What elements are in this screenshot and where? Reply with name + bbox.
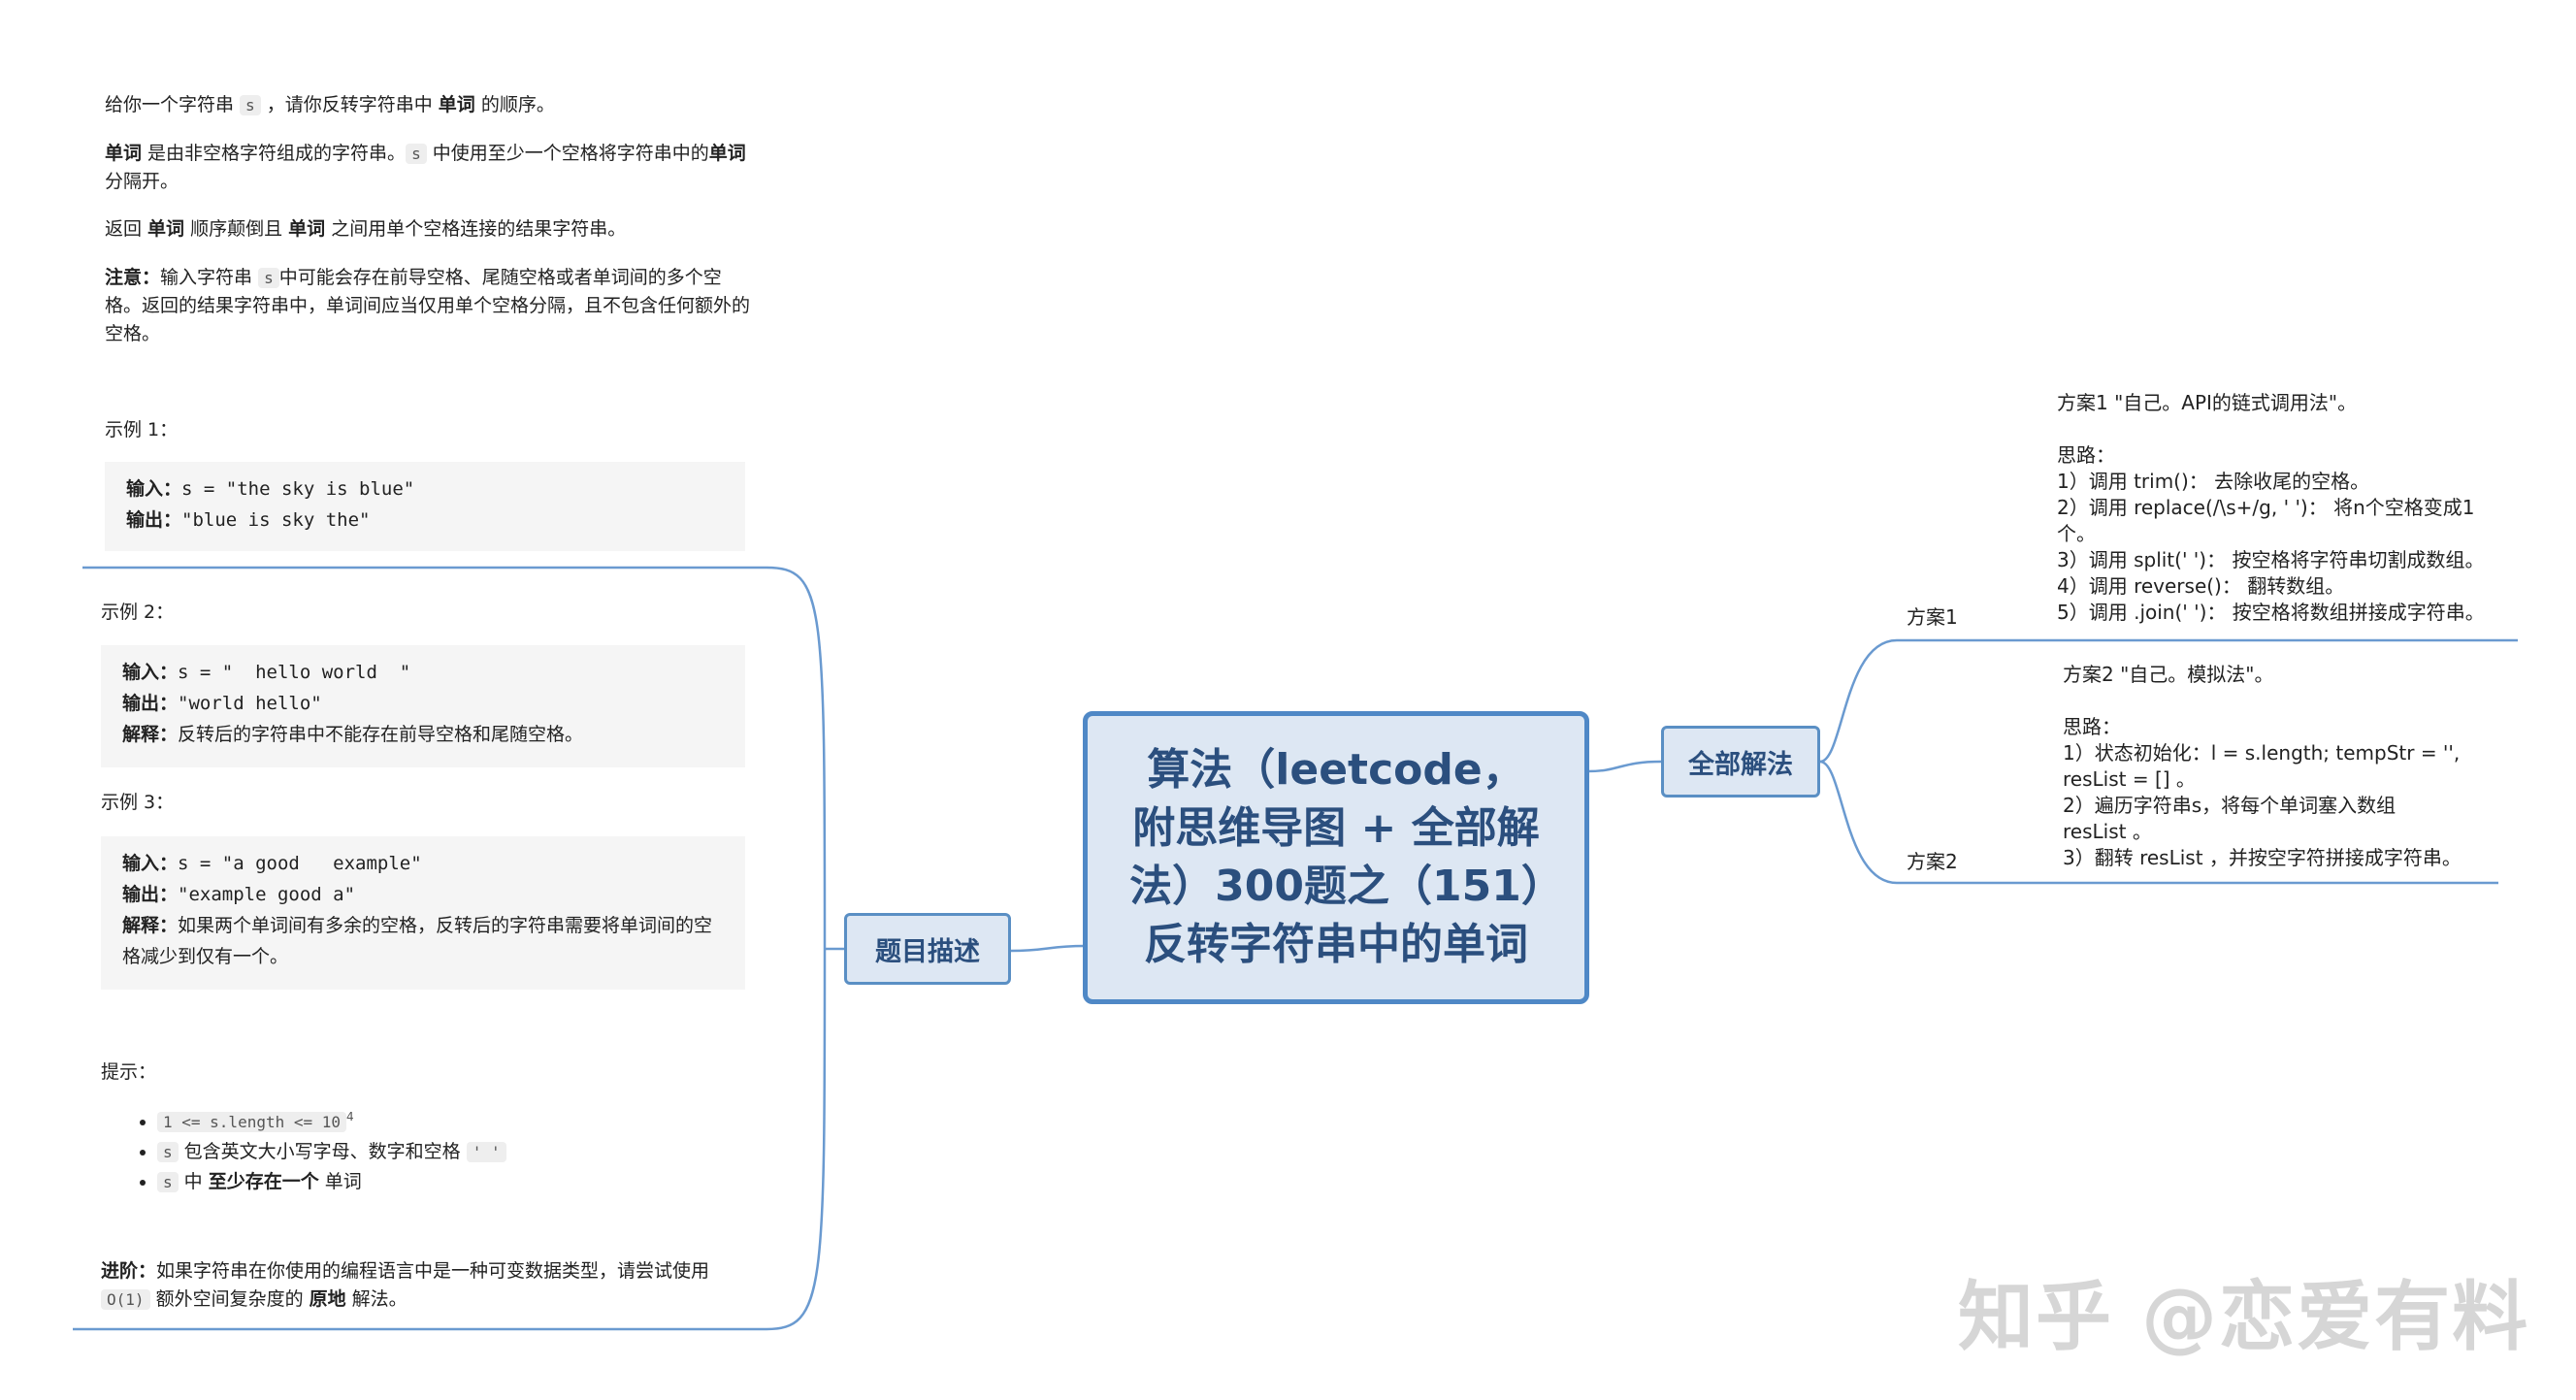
hints-title: 提示： <box>101 1061 157 1083</box>
example-2-output: 输出："world hello" <box>122 693 322 714</box>
zhihu-watermark: 知乎 @恋爱有料 <box>1958 1274 2530 1361</box>
connector-main-solutions <box>1586 760 1662 773</box>
example-3-title: 示例 3： <box>101 792 175 813</box>
inline-code: s <box>406 144 427 164</box>
problem-paragraph-1: 给你一个字符串 s ，请你反转字符串中 单词 的顺序。 <box>105 94 555 115</box>
example-2-box: 输入：s = " hello world " 输出："world hello" … <box>101 645 745 767</box>
example-3-explain: 解释：如果两个单词间有多余的空格，反转后的字符串需要将单词间的空格减少到仅有一个… <box>122 915 713 967</box>
hint-item: s 包含英文大小写字母、数字和空格 ' ' <box>157 1137 741 1167</box>
advanced-note: 进阶：如果字符串在你使用的编程语言中是一种可变数据类型，请尝试使用 O(1) 额… <box>101 1260 710 1310</box>
solution-2-text: 方案2 "自己。模拟法"。 思路： 1）状态初始化：l = s.length; … <box>2063 663 2462 869</box>
hints-list: 1 <= s.length <= 104 s 包含英文大小写字母、数字和空格 '… <box>101 1102 741 1197</box>
solution-1-label[interactable]: 方案1 <box>1907 605 1958 629</box>
solution-2-label[interactable]: 方案2 <box>1907 850 1958 873</box>
example-1-box: 输入：s = "the sky is blue" 输出："blue is sky… <box>105 462 745 551</box>
example-3-input: 输入：s = "a good example" <box>122 853 422 874</box>
example-3-box: 输入：s = "a good example" 输出："example good… <box>101 836 745 990</box>
example-1-input: 输入：s = "the sky is blue" <box>126 478 415 500</box>
solution-1-text: 方案1 "自己。API的链式调用法"。 思路： 1）调用 trim()： 去除收… <box>2057 391 2485 624</box>
inline-code: O(1) <box>101 1289 150 1310</box>
inline-code: s <box>258 268 279 288</box>
example-1-output: 输出："blue is sky the" <box>126 509 371 531</box>
all-solutions-node[interactable]: 全部解法 <box>1661 726 1820 798</box>
example-1-title: 示例 1： <box>105 419 179 440</box>
example-3-output: 输出："example good a" <box>122 884 356 905</box>
hint-item: s 中 至少存在一个 单词 <box>157 1167 741 1197</box>
example-2-input: 输入：s = " hello world " <box>122 662 411 683</box>
example-2-title: 示例 2： <box>101 602 175 623</box>
inline-code: s <box>240 95 261 115</box>
connector-solutions-s2 <box>1819 760 1898 885</box>
hint-item: 1 <= s.length <= 104 <box>157 1102 741 1137</box>
example-2-explain: 解释：反转后的字符串中不能存在前导空格和尾随空格。 <box>122 724 584 745</box>
main-topic-node[interactable]: 算法（leetcode，附思维导图 + 全部解法）300题之（151）反转字符串… <box>1083 711 1589 1004</box>
problem-paragraph-3: 返回 单词 顺序颠倒且 单词 之间用单个空格连接的结果字符串。 <box>105 218 627 240</box>
connector-solutions-s1 <box>1819 638 1898 764</box>
problem-bracket-curve <box>766 566 827 1331</box>
problem-paragraph-2: 单词 是由非空格字符组成的字符串。s 中使用至少一个空格将字符串中的单词 分隔开… <box>105 143 746 192</box>
connector-main-problem <box>1010 944 1086 953</box>
problem-description-node[interactable]: 题目描述 <box>844 913 1011 985</box>
